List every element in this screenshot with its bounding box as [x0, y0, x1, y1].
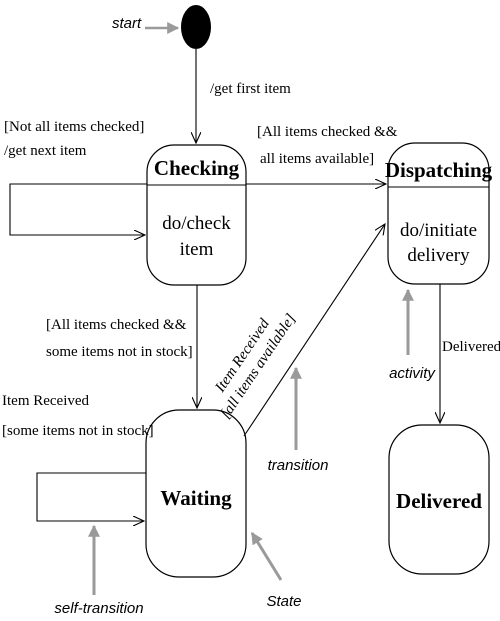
- state-waiting: Waiting: [145, 409, 247, 578]
- state-checking: Checking do/check item: [146, 144, 247, 286]
- to-delivered-label: Delivered: [442, 339, 500, 355]
- state-dispatching-activity-2: delivery: [407, 245, 470, 266]
- to-dispatching-label-1: [All items checked &&: [257, 124, 398, 140]
- state-dispatching-name: Dispatching: [385, 158, 493, 182]
- self-transition-checking: [9, 183, 147, 235]
- state-dispatching: Dispatching do/initiate delivery: [385, 142, 493, 285]
- state-checking-activity-2: item: [180, 239, 214, 260]
- self-checking-label-2: /get next item: [4, 143, 87, 159]
- state-annotation-label: State: [266, 593, 301, 610]
- self-transition-annotation-label: self-transition: [54, 600, 143, 617]
- to-waiting-label-1: [All items checked &&: [46, 317, 187, 333]
- state-dispatching-activity-1: do/initiate: [400, 220, 477, 241]
- state-checking-activity-1: do/check: [162, 213, 231, 234]
- self-transition-waiting: [36, 472, 146, 521]
- transition-annotation-label: transition: [268, 457, 329, 474]
- self-waiting-label-1: Item Received: [2, 393, 90, 409]
- state-annotation-arrow: [250, 531, 283, 581]
- to-waiting-label-2: some items not in stock]: [46, 344, 193, 360]
- initial-node: [181, 5, 211, 49]
- to-dispatching-label-2: all items available]: [260, 151, 374, 167]
- self-checking-label-1: [Not all items checked]: [4, 119, 144, 135]
- activity-annotation-label: activity: [389, 365, 436, 382]
- state-checking-name: Checking: [154, 156, 240, 180]
- start-annotation-label: start: [112, 15, 142, 32]
- transition-waiting-to-dispatching: [243, 224, 385, 437]
- first-item-label: /get first item: [210, 81, 291, 97]
- state-delivered-name: Delivered: [396, 489, 482, 513]
- state-delivered: Delivered: [388, 424, 490, 575]
- self-waiting-label-2: [some items not in stock]: [2, 423, 154, 439]
- state-waiting-name: Waiting: [160, 486, 232, 510]
